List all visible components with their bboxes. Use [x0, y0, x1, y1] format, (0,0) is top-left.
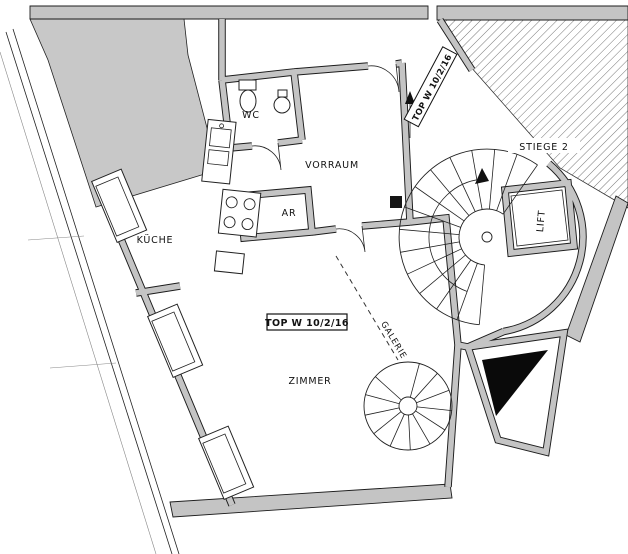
room-label-zimmer: ZIMMER — [288, 376, 331, 387]
room-label-wc: WC — [242, 110, 260, 121]
door-arc-entry — [367, 63, 400, 93]
kitchen-fixtures — [201, 118, 262, 275]
unit-label-box: TOP W 10/2/16 — [265, 313, 349, 331]
wedge-triangle — [482, 350, 548, 416]
wc-fixtures — [238, 79, 291, 114]
wc-toilet — [239, 89, 257, 113]
room-label-kueche: KÜCHE — [137, 235, 174, 246]
room-label-ar: AR — [282, 208, 297, 219]
main-staircase — [398, 148, 538, 326]
exterior-wall-bottom — [169, 483, 453, 518]
stair-direction-arrow — [475, 168, 489, 184]
exterior-wall-top-left — [29, 5, 429, 20]
site-boundary-line-outer — [0, 51, 157, 554]
stair-direction-line — [428, 178, 482, 292]
exterior-wall-right — [565, 195, 628, 343]
room-label-lift-group: LIFT — [535, 209, 548, 232]
exterior-wall-top-right — [436, 5, 628, 21]
door-arc-wc — [251, 142, 282, 171]
unit-label-stamp-text: TOP W 10/2/16 — [411, 53, 455, 123]
kitchen-stove — [217, 188, 262, 238]
unit-label-stamp: TOP W 10/2/16 — [403, 46, 458, 128]
bay-window-1 — [90, 168, 148, 244]
lift-shaft — [510, 189, 569, 247]
wc-cistern — [238, 79, 257, 91]
room-label-lift: LIFT — [535, 209, 548, 232]
kitchen-faucet — [219, 123, 225, 129]
galerie-dashed-line — [335, 255, 399, 361]
wc-washbasin — [273, 96, 291, 114]
room-label-vorraum: VORRAUM — [305, 160, 359, 171]
room-label-galerie: GALERIE — [378, 320, 408, 361]
hatched-area-top-right — [437, 19, 628, 209]
shaft-square — [390, 196, 402, 208]
bay-window-2 — [146, 303, 204, 379]
bay-window-3 — [197, 425, 255, 501]
room-label-stiege: STIEGE 2 — [519, 142, 568, 153]
kitchen-counter — [201, 118, 237, 185]
room-label-galerie-group: GALERIE — [378, 320, 408, 361]
unit-label-box-text: TOP W 10/2/16 — [265, 318, 349, 329]
kitchen-sink — [209, 127, 232, 149]
stiege-label-backing — [508, 138, 580, 153]
wc-tap — [277, 89, 288, 98]
door-arc-zimmer — [335, 225, 366, 253]
extension-lines — [27, 235, 117, 369]
kitchen-unit — [213, 250, 245, 275]
gallery-spiral-staircase — [363, 361, 453, 451]
site-boundary-lines — [5, 28, 180, 554]
